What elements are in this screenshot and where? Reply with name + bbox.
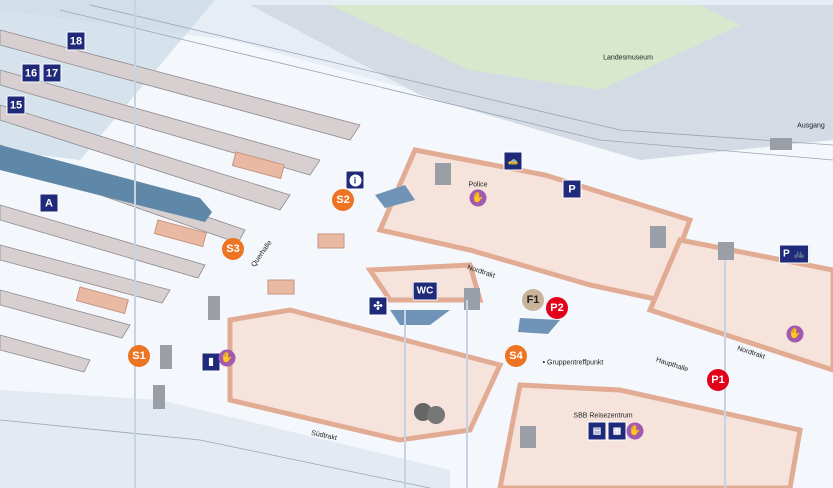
track-16-sign[interactable]: 16 xyxy=(21,63,41,83)
gruppentreffpunkt-text: Gruppentreffpunkt xyxy=(547,359,604,367)
travel-centre-icon[interactable]: ▦ xyxy=(607,421,627,441)
assistance-icon[interactable]: ✋ xyxy=(786,325,804,343)
marker-p2[interactable]: P2 xyxy=(546,297,568,319)
ausgang-label: Ausgang xyxy=(797,122,825,130)
sector-a-sign[interactable]: A xyxy=(39,193,59,213)
platform-roof xyxy=(0,0,215,160)
assistance-icon[interactable]: ✋ xyxy=(626,422,644,440)
landesmuseum-label: Landesmuseum xyxy=(603,54,653,62)
marker-f1[interactable]: F1 xyxy=(522,289,544,311)
reisezentrum xyxy=(497,382,803,488)
gruppentreffpunkt-label: • Gruppentreffpunkt xyxy=(542,359,604,367)
track-18-sign[interactable]: 18 xyxy=(66,31,86,51)
lower-area xyxy=(0,390,450,488)
marker-s4[interactable]: S4 xyxy=(505,345,527,367)
suedtrakt xyxy=(227,307,504,443)
info-icon[interactable]: i xyxy=(345,170,365,190)
sbb-reisezentrum-label: SBB Reisezentrum xyxy=(573,412,633,420)
wc-icon[interactable]: WC xyxy=(412,281,438,301)
train xyxy=(0,145,212,222)
marker-s2[interactable]: S2 xyxy=(332,189,354,211)
parking-bike-icon[interactable]: P🚲 xyxy=(779,244,809,264)
marker-s1[interactable]: S1 xyxy=(128,345,150,367)
assistance-icon[interactable]: ✋ xyxy=(218,349,236,367)
marker-s3[interactable]: S3 xyxy=(222,238,244,260)
marker-p1[interactable]: P1 xyxy=(707,369,729,391)
taxi-icon[interactable]: 🚕 xyxy=(503,151,523,171)
bicycle-icon: 🚲 xyxy=(793,248,805,259)
meeting-point-icon[interactable]: ✣ xyxy=(368,296,388,316)
parking-bike-letter: P xyxy=(783,248,790,260)
track-17-sign[interactable]: 17 xyxy=(42,63,62,83)
info-glyph: i xyxy=(349,174,361,186)
parking-icon[interactable]: P xyxy=(562,179,582,199)
track-15-sign[interactable]: 15 xyxy=(6,95,26,115)
lift-icon[interactable]: ▮ xyxy=(201,352,221,372)
assistance-icon[interactable]: ✋ xyxy=(469,189,487,207)
police-label: Police xyxy=(468,181,488,189)
museum-park xyxy=(330,5,740,90)
ticket-machine-icon[interactable]: ▤ xyxy=(587,421,607,441)
